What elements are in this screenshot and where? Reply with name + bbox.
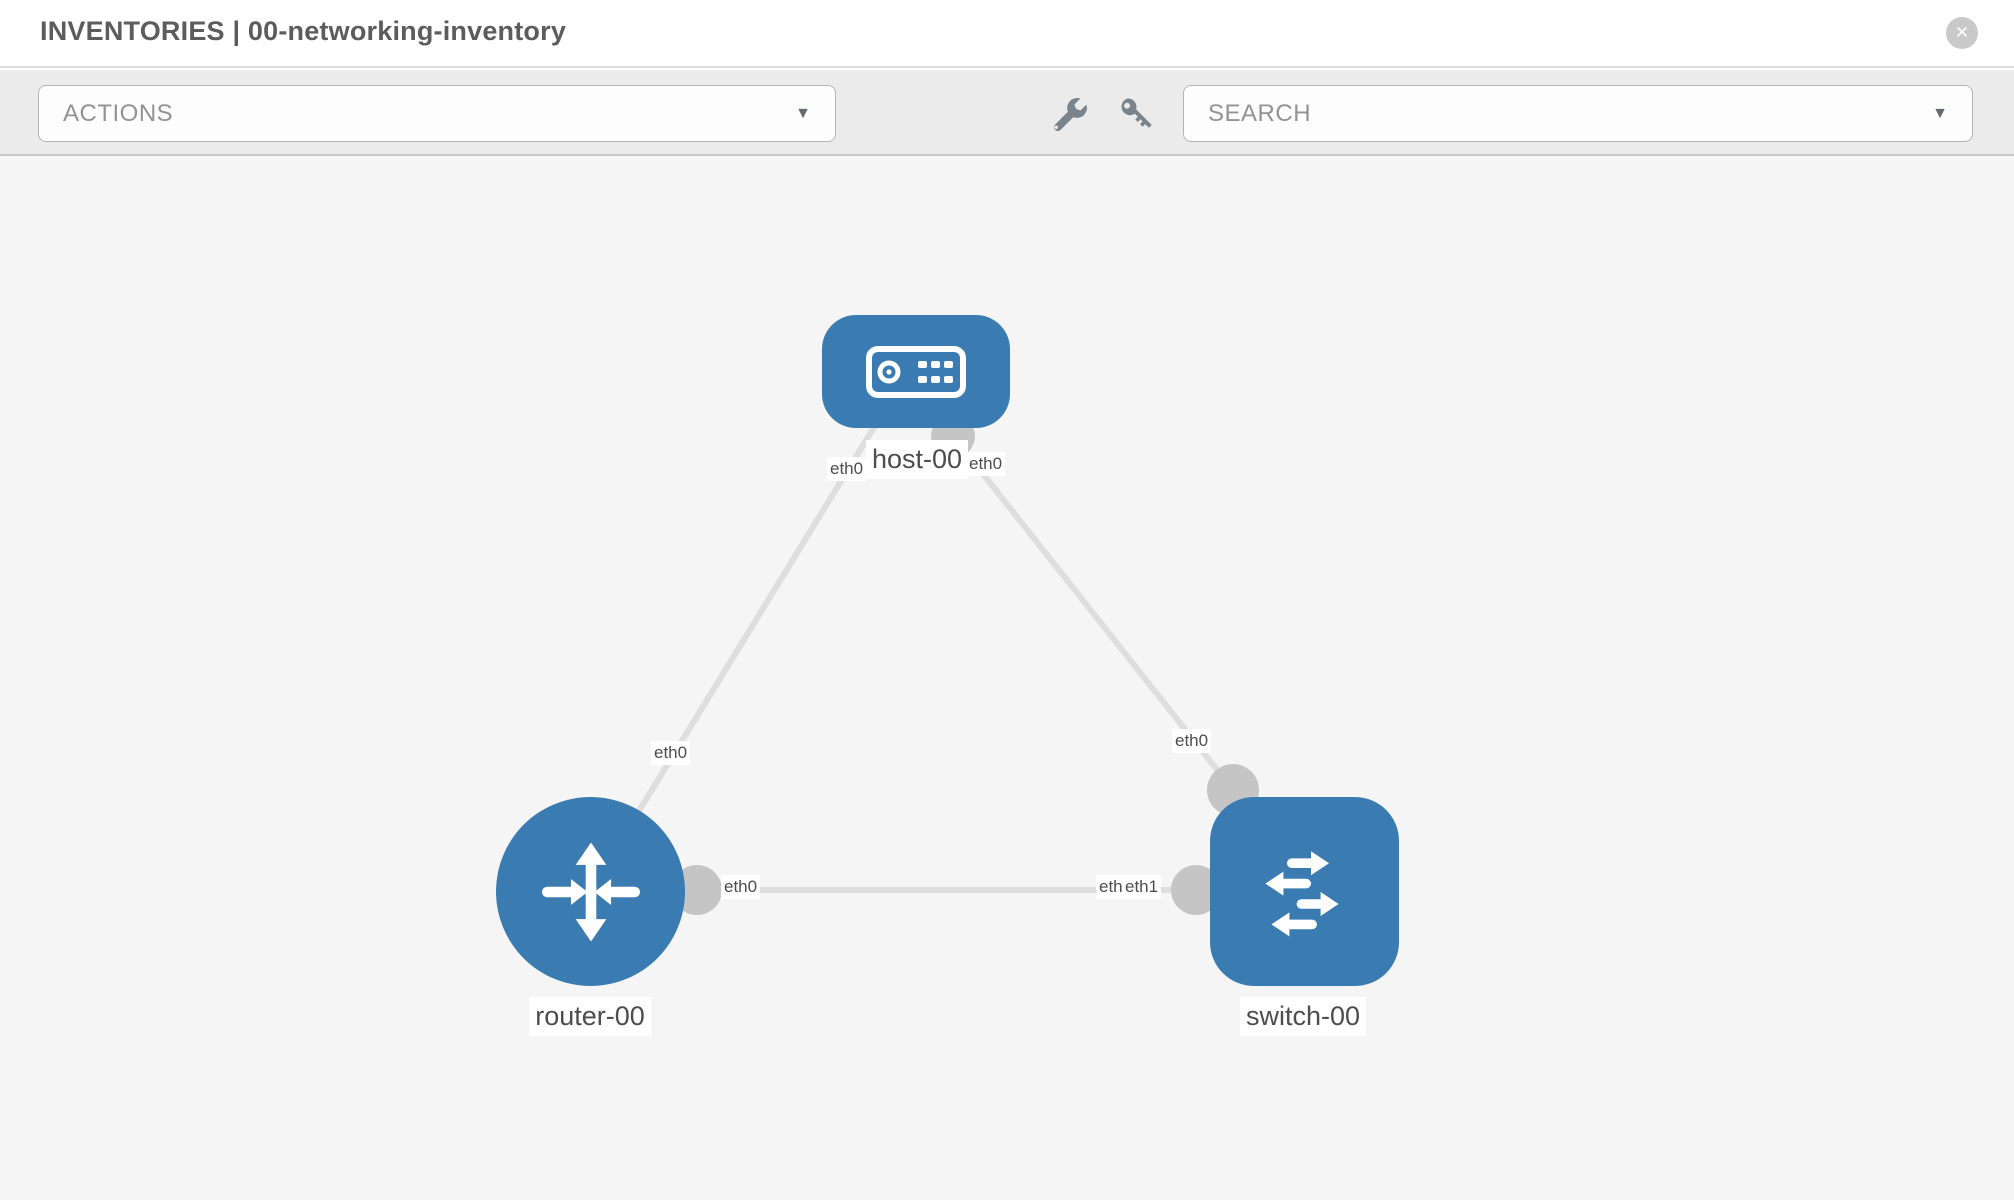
- actions-dropdown[interactable]: ACTIONS ▼: [38, 85, 836, 142]
- node-switch-00[interactable]: [1210, 797, 1399, 986]
- key-icon[interactable]: [1116, 94, 1158, 136]
- topology-canvas[interactable]: host-00 router-00 switch-00 eth0 eth0 et…: [0, 156, 2014, 1200]
- toolbar: ACTIONS ▼ SEARCH ▼: [0, 70, 2014, 156]
- iface-label-router-eth0-top: eth0: [651, 741, 691, 765]
- host-icon: [866, 345, 966, 398]
- interface-connector-switch-left[interactable]: [1171, 865, 1221, 915]
- header: INVENTORIES | 00-networking-inventory ✕: [0, 0, 2014, 68]
- switch-icon: [1264, 850, 1339, 936]
- node-host-00[interactable]: [822, 315, 1010, 428]
- iface-label-host-eth0-left: eth0: [827, 457, 867, 481]
- iface-label-switch-eth1: eth1: [1122, 875, 1162, 899]
- page-title: INVENTORIES | 00-networking-inventory: [40, 16, 567, 46]
- iface-label-router-eth0-right: eth0: [721, 875, 761, 899]
- search-dropdown[interactable]: SEARCH ▼: [1183, 85, 1973, 142]
- node-label-router: router-00: [529, 997, 651, 1036]
- node-label-host: host-00: [865, 440, 969, 479]
- wrench-icon[interactable]: [1048, 94, 1090, 136]
- chevron-down-icon: ▼: [795, 104, 811, 122]
- iface-label-switch-eth0-top: eth0: [1172, 729, 1212, 753]
- router-icon: [541, 841, 640, 942]
- close-icon[interactable]: ✕: [1946, 17, 1978, 49]
- node-label-switch: switch-00: [1239, 997, 1367, 1036]
- interface-connector-router-right[interactable]: [672, 865, 722, 915]
- node-router-00[interactable]: [496, 797, 685, 986]
- iface-label-host-eth0-right: eth0: [966, 452, 1006, 476]
- search-dropdown-label: SEARCH: [1208, 99, 1312, 127]
- links-layer: [587, 414, 1305, 915]
- chevron-down-icon: ▼: [1932, 104, 1948, 122]
- actions-dropdown-label: ACTIONS: [63, 99, 174, 127]
